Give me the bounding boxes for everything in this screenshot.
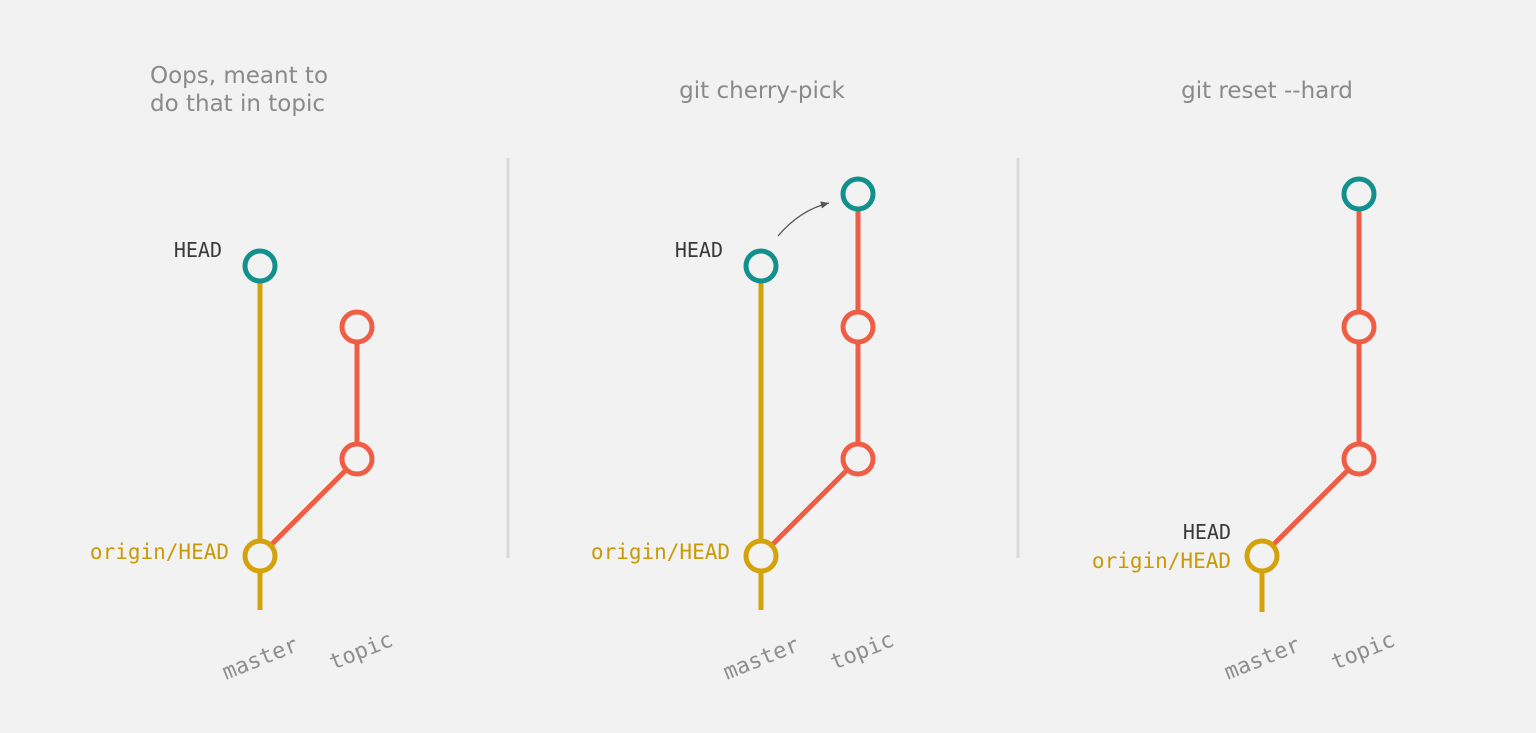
panel-reset-hard: git reset --hard HEAD origin/HEAD master… — [1092, 78, 1399, 686]
panel-1-title-line-2: do that in topic — [150, 91, 325, 117]
cherry-pick-arrow — [777, 201, 830, 237]
cherry-picked-commit — [1341, 176, 1377, 212]
topic-branch-label: topic — [1328, 628, 1399, 676]
topic-commit-1 — [339, 441, 375, 477]
cherry-picked-commit — [840, 176, 876, 212]
master-branch-label: master — [720, 633, 803, 686]
origin-commit — [743, 538, 779, 574]
origin-head-label: origin/HEAD — [1092, 549, 1231, 573]
head-label: HEAD — [675, 238, 723, 262]
master-branch-label: master — [1221, 633, 1304, 686]
topic-commit-2 — [1341, 309, 1377, 345]
topic-commit-1 — [1341, 441, 1377, 477]
topic-branch-label: topic — [827, 628, 898, 676]
origin-head-commit — [1244, 538, 1280, 574]
panel-cherry-pick: git cherry-pick HEAD origin/HEAD master … — [591, 78, 898, 686]
topic-branch-label: topic — [326, 628, 397, 676]
master-branch-label: master — [219, 633, 302, 686]
panel-oops: Oops, meant to do that in topic HEAD ori… — [90, 63, 397, 686]
head-commit — [743, 248, 779, 284]
panel-1-title-line-1: Oops, meant to — [150, 63, 328, 89]
head-commit — [242, 248, 278, 284]
panel-2-title: git cherry-pick — [679, 78, 845, 104]
head-label: HEAD — [1183, 520, 1231, 544]
topic-commit-2 — [339, 309, 375, 345]
topic-commit-1 — [840, 441, 876, 477]
origin-head-label: origin/HEAD — [591, 540, 730, 564]
topic-branch-diagonal — [759, 457, 860, 558]
origin-head-label: origin/HEAD — [90, 540, 229, 564]
origin-commit — [242, 538, 278, 574]
topic-commit-2 — [840, 309, 876, 345]
topic-branch-diagonal — [1260, 457, 1361, 558]
topic-branch-diagonal — [258, 457, 359, 558]
head-label: HEAD — [174, 238, 222, 262]
panel-3-title: git reset --hard — [1181, 78, 1353, 104]
